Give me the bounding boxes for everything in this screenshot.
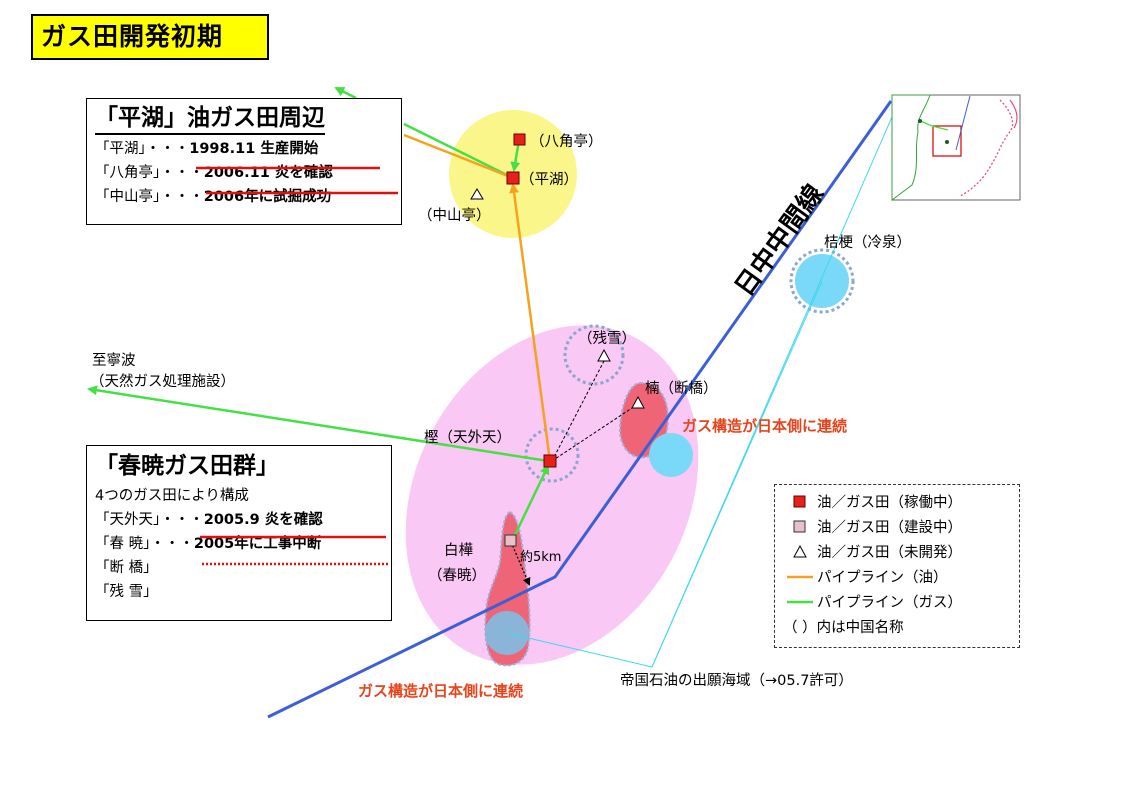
label-kusunoki: 楠（断橋）	[645, 380, 718, 397]
legend-item-gas-pipeline: パイプライン（ガス）	[783, 589, 1011, 614]
japan-field-circle-1	[649, 433, 693, 477]
oil-pipeline-kashi-pinghu	[509, 183, 552, 462]
gas-pipeline-north-stub	[334, 86, 357, 100]
pinghu-row-detail: 1998.11 生産開始	[189, 141, 319, 157]
shungyo-row-detail: 2005年に工事中断	[193, 536, 322, 552]
tengaiten-row-detail: 2005.9 炎を確認	[203, 512, 323, 528]
label-teikoku: 帝国石油の出願海域（→05.7許可）	[620, 672, 853, 689]
label-shirakaba: 白樺	[444, 542, 473, 559]
median-line	[267, 100, 893, 719]
legend-label-active: 油／ガス田（稼働中）	[817, 495, 962, 511]
pinghu-info-box: 「平湖」油ガス田周辺 「平湖」・・・1998.11 生産開始 「八角亭」・・・2…	[86, 98, 402, 225]
legend-label-undeveloped: 油／ガス田（未開発）	[817, 545, 962, 561]
gas-pipeline-shirakaba-kashi	[512, 464, 550, 538]
legend-item-note: （ ）内は中国名称	[783, 614, 1011, 639]
label-kashi: 樫（天外天）	[424, 429, 511, 446]
bajiaoting-marker	[513, 133, 526, 146]
tengaiten-row-name: 「天外天」・・・	[95, 512, 204, 528]
bajiaoting-row-name: 「八角亭」・・・	[95, 165, 204, 181]
legend-item-oil-pipeline: パイプライン（油）	[783, 564, 1011, 589]
page-title: ガス田開発初期	[31, 14, 269, 60]
label-distance: 約5km	[520, 550, 561, 565]
label-bajiaoting: （八角亭）	[530, 132, 603, 150]
triangle-icon	[783, 544, 817, 559]
label-ningbo-facility: （天然ガス処理施設）	[90, 373, 235, 390]
bajiaoting-row-detail: 2006.11 炎を確認	[203, 165, 333, 181]
legend-label-gas-pipeline: パイプライン（ガス）	[817, 595, 962, 611]
label-gas-structure-2: ガス構造が日本側に連続	[358, 682, 523, 700]
canxue-row-name: 「残 雪」	[95, 584, 158, 600]
pinghu-marker	[506, 171, 520, 185]
chunxiao-subheading: 4つのガス田により構成	[95, 488, 249, 504]
shungyo-row-name: 「春 暁」・・・	[95, 536, 194, 552]
shirakaba-marker	[504, 534, 517, 547]
legend-item-construction: 油／ガス田（建設中）	[783, 514, 1011, 539]
kashi-dashed-ring	[524, 427, 580, 483]
bajiaoting-row: 「八角亭」・・・2006.11 炎を確認	[95, 161, 393, 185]
inset-map-icon	[891, 94, 1021, 201]
kusunoki-marker	[631, 395, 645, 409]
legend-item-undeveloped: 油／ガス田（未開発）	[783, 539, 1011, 564]
legend-label-construction: 油／ガス田（建設中）	[817, 520, 962, 536]
kikyo-dashed-ring	[789, 248, 855, 314]
pinghu-heading: 「平湖」油ガス田周辺	[95, 103, 325, 135]
gas-pipeline-kashi-ningbo	[87, 385, 549, 463]
zhongshanting-row-name: 「中山亭」・・・	[95, 189, 204, 205]
teikoku-area-line-2	[651, 109, 896, 668]
label-zhongshanting: （中山亭）	[418, 206, 491, 224]
kusunoki-gas-structure	[618, 381, 670, 459]
pinghu-row: 「平湖」・・・1998.11 生産開始	[95, 137, 393, 161]
danqiao-row-name: 「断 橋」	[95, 560, 158, 576]
kashi-marker	[543, 454, 557, 468]
canxue-row: 「残 雪」	[95, 580, 383, 604]
orange-line-icon	[783, 574, 817, 580]
square-pink-icon	[783, 520, 817, 534]
square-red-icon	[783, 495, 817, 509]
canxue-dashed-ring	[563, 324, 625, 386]
chunxiao-info-box: 「春暁ガス田群」 4つのガス田により構成 「天外天」・・・2005.9 炎を確認…	[86, 445, 392, 621]
zhongshanting-row: 「中山亭」・・・2006年に試掘成功	[95, 185, 393, 209]
tengaiten-row: 「天外天」・・・2005.9 炎を確認	[95, 508, 383, 532]
gas-pipeline-pinghu-north	[403, 122, 514, 180]
pinghu-row-name: 「平湖」・・・	[95, 141, 190, 157]
label-canxue: （残雪）	[578, 330, 636, 347]
chunxiao-heading: 「春暁ガス田群」	[95, 453, 279, 479]
legend-item-active: 油／ガス田（稼働中）	[783, 489, 1011, 514]
danqiao-row: 「断 橋」	[95, 556, 383, 580]
chunxiao-area-ellipse	[405, 325, 699, 665]
legend-label-note: （ ）内は中国名称	[783, 620, 904, 636]
label-kikyo: 桔梗（冷泉）	[824, 234, 911, 251]
zhongshanting-marker	[470, 188, 484, 200]
green-line-icon	[783, 599, 817, 605]
label-chunxiao: （春暁）	[428, 567, 486, 584]
legend-label-oil-pipeline: パイプライン（油）	[817, 570, 948, 586]
oil-pipeline-pinghu-north	[403, 133, 514, 180]
label-gas-structure-1: ガス構造が日本側に連続	[682, 417, 847, 435]
canxue-marker	[597, 348, 611, 362]
zhongshanting-row-detail: 2006年に試掘成功	[203, 189, 332, 205]
connector-kashi-kusunoki	[551, 403, 639, 462]
label-pinghu: （平湖）	[520, 171, 578, 188]
label-ningbo: 至寧波	[92, 352, 136, 369]
legend: 油／ガス田（稼働中） 油／ガス田（建設中） 油／ガス田（未開発） パイプライン（…	[774, 484, 1020, 648]
connector-kashi-canxue	[551, 360, 605, 462]
shungyo-row: 「春 暁」・・・2005年に工事中断	[95, 532, 383, 556]
